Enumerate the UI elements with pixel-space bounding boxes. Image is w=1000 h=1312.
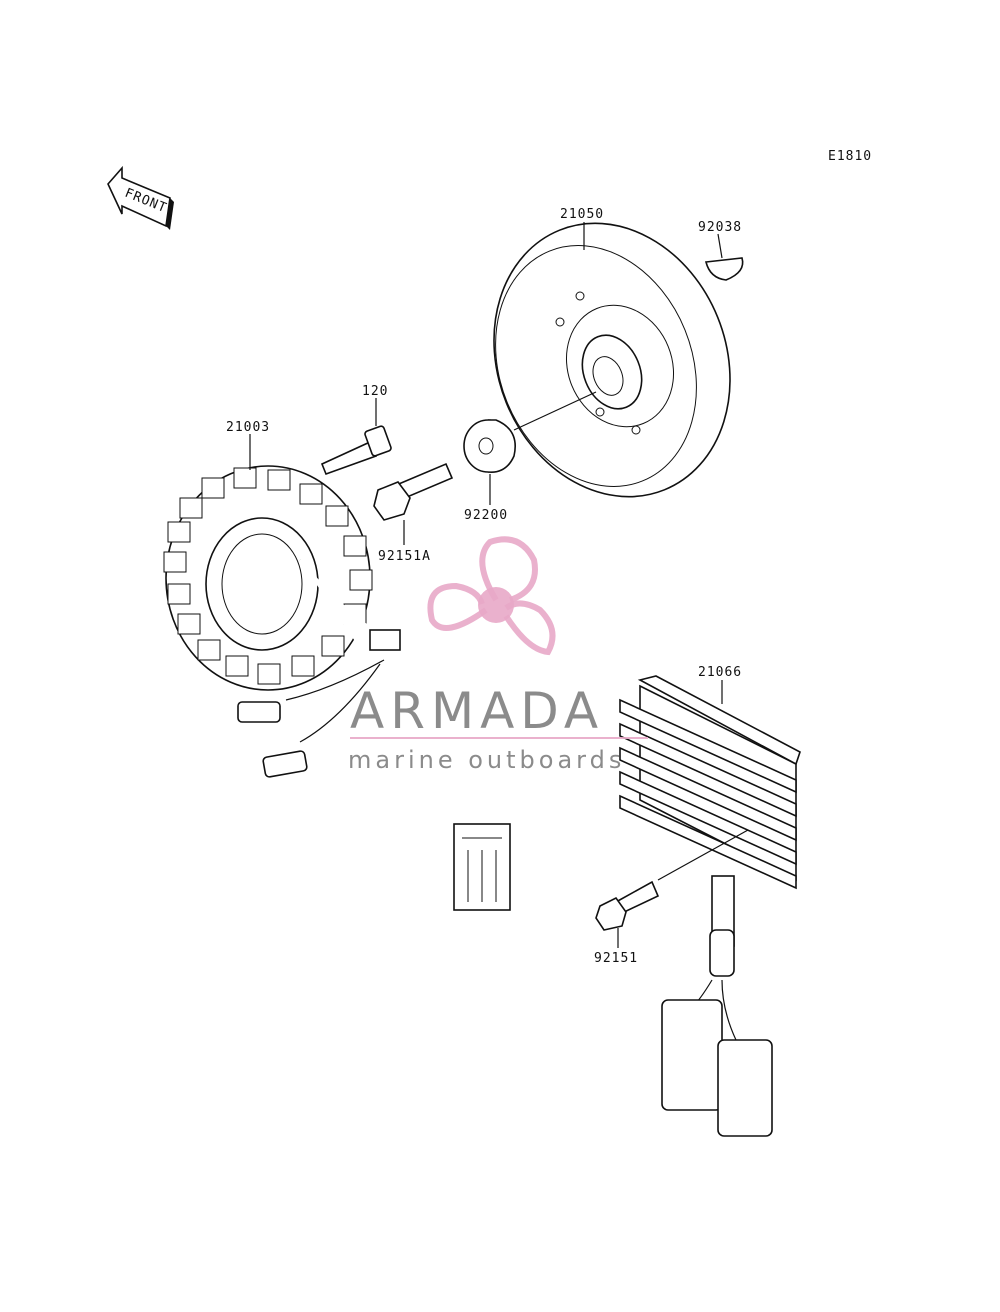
stator-coil: [163, 465, 511, 911]
watermark-tagline: marine outboards: [348, 746, 625, 774]
label-120: 120: [362, 384, 388, 399]
woodruff-key: [705, 257, 744, 281]
figure-code: E1810: [828, 149, 872, 164]
propeller-logo-icon: [427, 536, 556, 656]
flywheel-rotor: [493, 222, 731, 498]
leader-lines: [249, 222, 723, 948]
label-92151: 92151: [594, 951, 638, 966]
label-21066: 21066: [698, 665, 742, 680]
watermark-brand: ARMADA: [350, 682, 604, 740]
label-21050: 21050: [560, 207, 604, 222]
label-92200: 92200: [464, 508, 508, 523]
label-21003: 21003: [226, 420, 270, 435]
regulator-rectifier: [595, 675, 801, 1137]
bolt-92151a: [373, 462, 454, 521]
label-92151a: 92151A: [378, 549, 431, 564]
bolt-120: [320, 425, 392, 476]
label-92038: 92038: [698, 220, 742, 235]
spacer-washer: [463, 419, 516, 473]
watermark: ARMADA marine outboards: [348, 536, 648, 774]
front-arrow-icon: FRONT: [107, 165, 174, 230]
